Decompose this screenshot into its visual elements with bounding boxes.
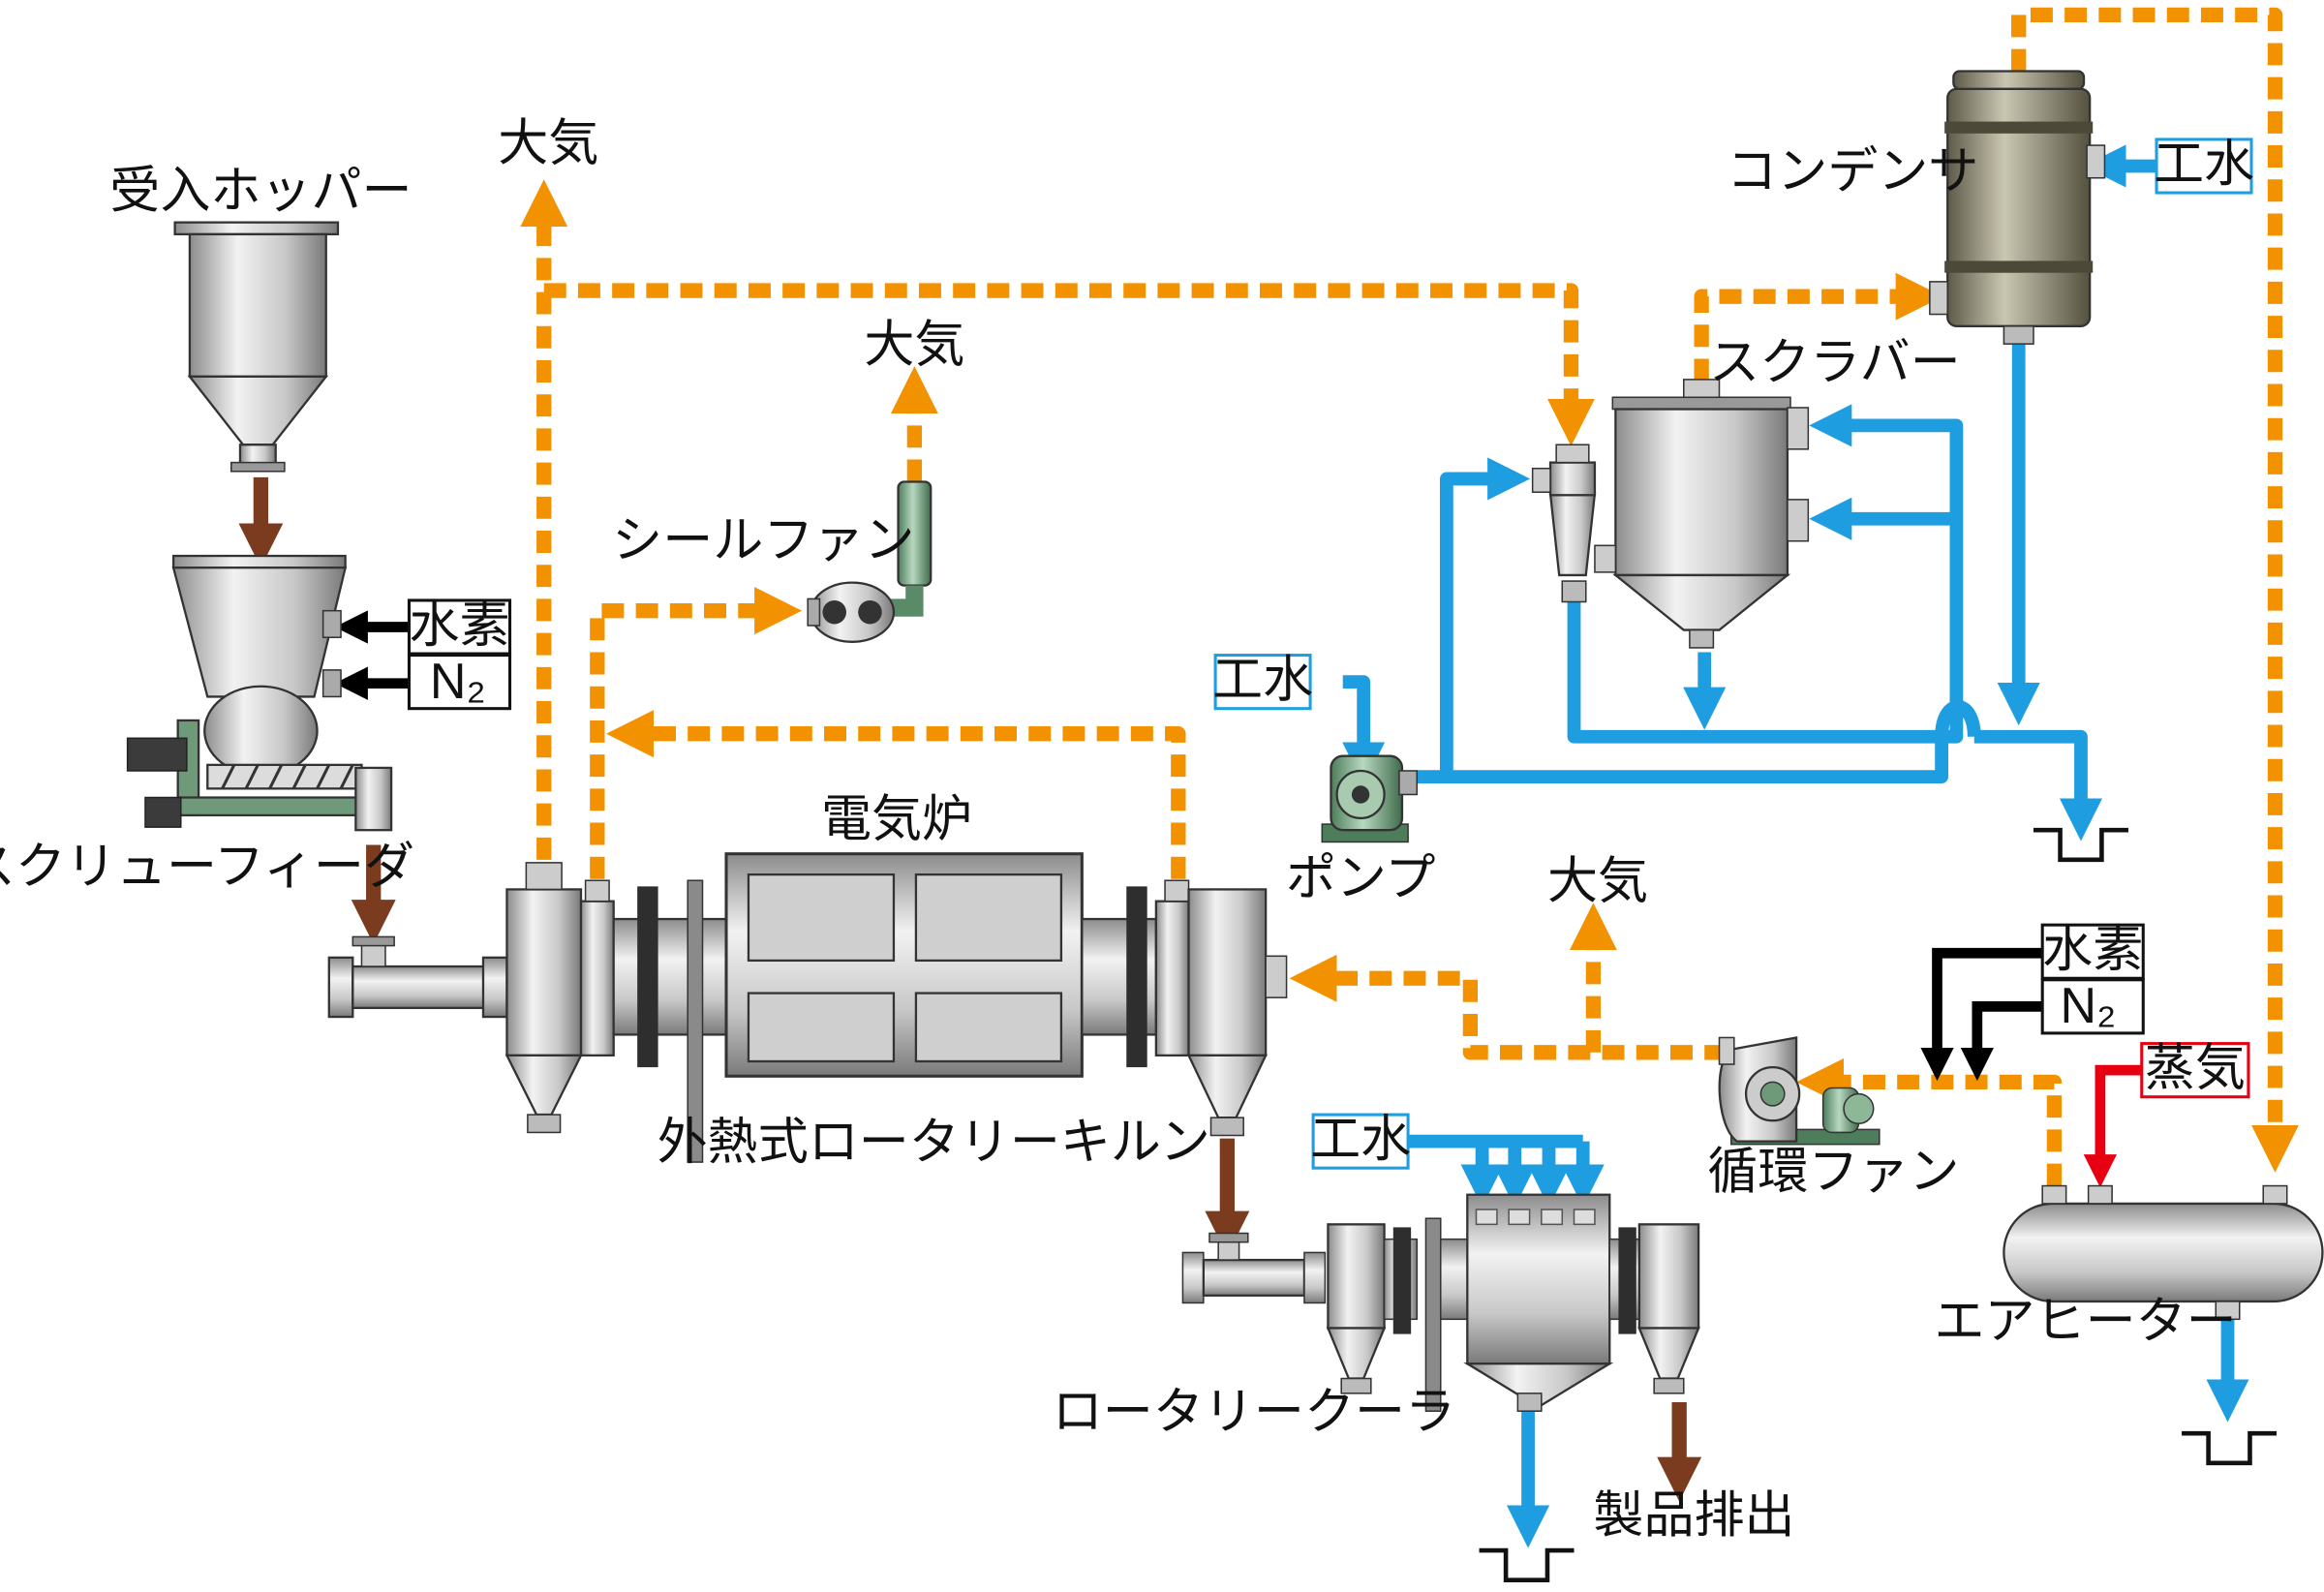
h2-box-feeder-text: 水素 xyxy=(409,597,509,654)
equipment-labels: 受入ホッパー スクリューフィーダ 電気炉 外熱式ロータリーキルン シールファン … xyxy=(0,115,2237,1544)
water-box-cooler: 工水 xyxy=(1310,1112,1411,1170)
drain-pit-3 xyxy=(2182,1430,2278,1466)
hopper-label: 受入ホッパー xyxy=(109,163,412,219)
gas-line-kiln-to-sealfan xyxy=(590,587,803,879)
water-line-scrubber-recycle xyxy=(1809,404,1964,744)
h2-box-fan: 水素 xyxy=(2040,922,2145,980)
steam-line xyxy=(2083,1064,2142,1188)
gas-line-heater-to-fan xyxy=(1796,1057,2063,1186)
drain-pits xyxy=(1479,827,2278,1582)
water-lines xyxy=(1342,144,2249,1548)
solid-lines xyxy=(238,476,1702,1502)
atm-label-2: 大気 xyxy=(864,318,964,374)
circulation-fan xyxy=(1718,1036,1881,1146)
scrubber xyxy=(1531,379,1810,649)
product-discharge-label: 製品排出 xyxy=(1593,1488,1794,1545)
h2-box-fan-text: 水素 xyxy=(2042,922,2143,978)
rotary-kiln xyxy=(505,852,1288,1163)
kiln-label: 外熱式ロータリーキルン xyxy=(657,1115,1210,1171)
n2-line-fan xyxy=(1960,1000,2046,1082)
screw-feeder xyxy=(126,554,393,832)
steam-box: 蒸気 xyxy=(2140,1040,2250,1099)
cooler-label: ロータリークーラ xyxy=(1053,1385,1455,1441)
scrubber-label: スクラバー xyxy=(1709,335,1961,391)
rotary-cooler xyxy=(1181,1193,1700,1412)
gas-line-fan-to-kiln xyxy=(1289,954,1728,1060)
gas-lines xyxy=(520,7,2299,1186)
water-box-cooler-text: 工水 xyxy=(1310,1112,1411,1168)
water-line-pump-feed xyxy=(1342,675,1386,785)
h2-box-feeder: 水素 xyxy=(407,597,512,656)
condenser-label: コンデンサ xyxy=(1727,143,1978,199)
seal-fan xyxy=(807,480,933,643)
atm-label-3: 大気 xyxy=(1547,854,1648,910)
water-box-pump-text: 工水 xyxy=(1212,652,1313,708)
water-line-pump-to-scrubber xyxy=(1415,457,1531,783)
input-boxes: 水素 N₂ 水素 N₂ 蒸気 工水 工水 工水 xyxy=(407,137,2254,1170)
circulation-fan-label: 循環ファン xyxy=(1707,1145,1959,1201)
furnace-label: 電気炉 xyxy=(821,791,972,847)
n2-box-feeder-text: N₂ xyxy=(430,654,486,710)
n2-box-fan-text: N₂ xyxy=(2061,978,2117,1034)
water-box-condenser-text: 工水 xyxy=(2154,137,2254,193)
feed-lines xyxy=(334,610,2046,1082)
atm-label-1: 大気 xyxy=(498,115,598,171)
gas-line-scrubber-to-condenser xyxy=(1694,272,1943,382)
water-line-scrubber-bottom xyxy=(1567,599,1942,744)
drain-pit-2 xyxy=(1479,1547,1575,1582)
pump-label: ポンプ xyxy=(1286,851,1436,907)
water-line-drain-1 xyxy=(1973,729,2103,842)
gas-line-condenser-loop xyxy=(2011,7,2299,1173)
kiln-inlet-pipe xyxy=(327,935,508,1019)
air-heater xyxy=(2003,1184,2324,1321)
steam-box-text: 蒸気 xyxy=(2145,1040,2246,1096)
condenser xyxy=(1929,70,2106,345)
gas-line-kiln-return xyxy=(606,710,1186,879)
gas-line-top-to-scrubber xyxy=(543,283,1595,446)
h2-line-fan xyxy=(1920,947,2046,1082)
water-box-pump: 工水 xyxy=(1212,652,1313,711)
pump xyxy=(1321,754,1419,843)
n2-box-fan: N₂ xyxy=(2040,978,2145,1035)
air-heater-label: エアヒーター xyxy=(1934,1294,2236,1350)
water-box-condenser: 工水 xyxy=(2154,137,2254,195)
drain-pit-1 xyxy=(2034,827,2128,863)
n2-box-feeder: N₂ xyxy=(407,654,512,711)
receiving-hopper xyxy=(173,221,340,473)
seal-fan-label: シールファン xyxy=(612,513,914,569)
screw-feeder-label: スクリューフィーダ xyxy=(0,839,414,895)
